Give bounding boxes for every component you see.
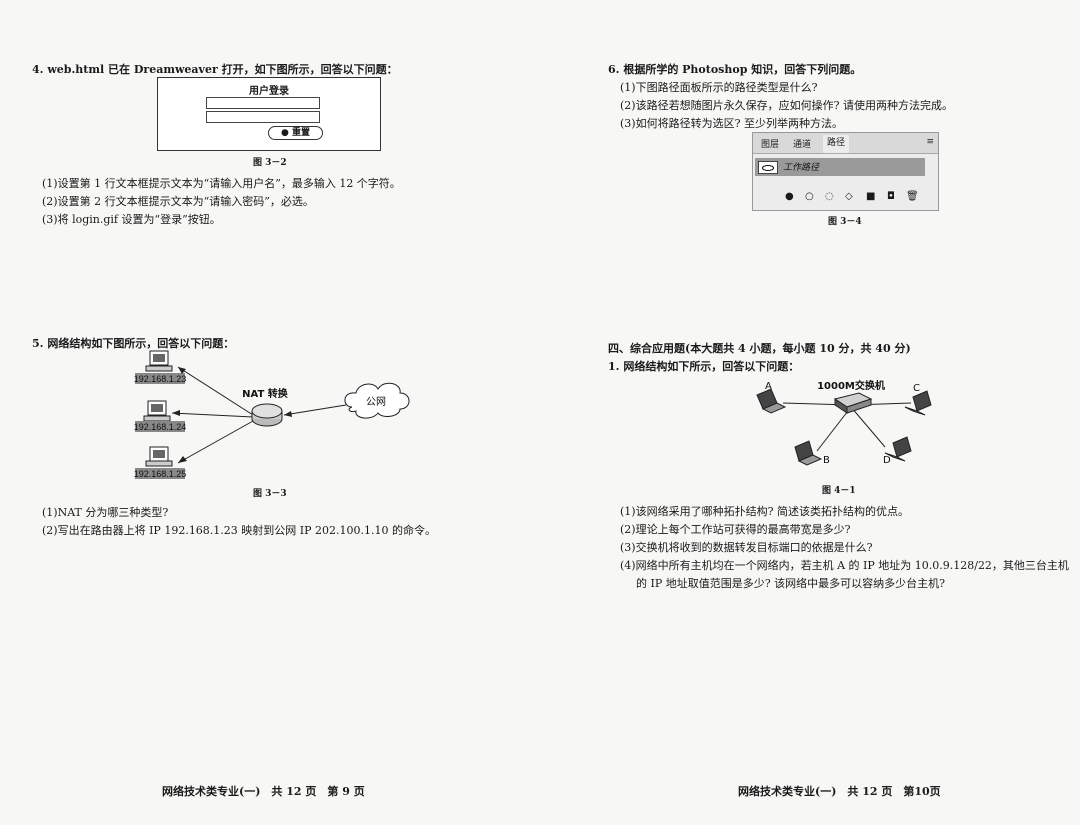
host-ip-label-box xyxy=(135,468,185,479)
host-computer-icon xyxy=(145,350,173,372)
panel-tabs: 图层 通道 路径 ≡ xyxy=(753,133,938,154)
page-10: 6. 根据所学的 Photoshop 知识，回答下列问题。 (1)下图路径面板所… xyxy=(540,0,1080,825)
q1-item-4-continued: 的 IP 地址取值范围是多少? 该网络中最多可以容纳多少台主机? xyxy=(636,577,946,590)
node-label-c: C xyxy=(913,383,920,394)
q6-item-3: (3)如何将路径转为选区? 至少列举两种方法。 xyxy=(620,117,843,130)
stroke-path-icon: ○ xyxy=(805,191,814,202)
laptop-icon xyxy=(884,436,912,462)
panel-toolbar: ● ○ ◌ ◇ ■ ◘ 🗑 xyxy=(753,191,938,207)
laptop-icon xyxy=(794,440,823,466)
username-textbox xyxy=(206,97,320,109)
tab-channels: 通道 xyxy=(793,140,812,150)
q5-item-1: (1)NAT 分为哪三种类型? xyxy=(42,506,169,519)
question-1-title: 1. 网络结构如下所示，回答以下问题： xyxy=(608,360,800,373)
node-label-b: B xyxy=(823,455,830,466)
section-4-title: 四、综合应用题(本大题共 4 小题，每小题 10 分，共 40 分) xyxy=(608,342,911,355)
page-footer: 网络技术类专业(一) 共 12 页 第10页 xyxy=(738,785,941,798)
switch-label: 1000M交换机 xyxy=(817,379,885,392)
trash-icon: 🗑 xyxy=(906,191,919,202)
q1-item-2: (2)理论上每个工作站可获得的最高带宽是多少? xyxy=(620,523,851,536)
q4-item-3: (3)将 login.gif 设置为“登录”按钮。 xyxy=(42,213,221,226)
host-ip-2: 192.168.1.24 xyxy=(134,422,187,432)
figure-3-4-caption: 图 3－4 xyxy=(828,217,862,227)
panel-menu-icon: ≡ xyxy=(926,137,934,147)
work-path-row: 工作路径 xyxy=(755,158,925,176)
figure-3-3-caption: 图 3－3 xyxy=(253,489,287,499)
path-thumbnail-icon xyxy=(758,161,778,174)
q1-item-1: (1)该网络采用了哪种拓扑结构? 简述该类拓扑结构的优点。 xyxy=(620,505,909,518)
figure-4-1-caption: 图 4－1 xyxy=(822,486,856,496)
switch-icon xyxy=(833,392,873,414)
nat-network-diagram: 192.168.1.23 192.168.1.24 192.168.1.25 xyxy=(134,350,410,479)
form-title: 用户登录 xyxy=(249,86,289,97)
node-label-d: D xyxy=(883,455,891,466)
star-topology-diagram: 1000M交换机 A C B xyxy=(756,379,932,466)
node-label-a: A xyxy=(765,381,772,392)
cloud-icon xyxy=(344,382,410,419)
host-ip-label-box xyxy=(135,421,185,432)
q6-item-2: (2)该路径若想随图片永久保存，应如何操作? 请使用两种方法完成。 xyxy=(620,99,953,112)
q1-item-3: (3)交换机将收到的数据转发目标端口的依据是什么? xyxy=(620,541,873,554)
host-ip-3: 192.168.1.25 xyxy=(134,469,187,479)
add-mask-icon: ■ xyxy=(866,191,876,202)
host-computer-icon xyxy=(143,400,171,422)
laptop-icon xyxy=(756,388,787,414)
paths-panel-figure: 图层 通道 路径 ≡ 工作路径 ● ○ ◌ ◇ ■ ◘ 🗑 xyxy=(752,132,939,211)
page-footer: 网络技术类专业(一) 共 12 页 第 9 页 xyxy=(162,785,365,798)
laptop-icon xyxy=(904,390,932,416)
q4-item-1: (1)设置第 1 行文本框提示文本为“请输入用户名”，最多输入 12 个字符。 xyxy=(42,177,401,190)
q4-item-2: (2)设置第 2 行文本框提示文本为“请输入密码”，必选。 xyxy=(42,195,314,208)
cloud-label: 公网 xyxy=(366,396,386,408)
make-work-path-icon: ◇ xyxy=(845,191,853,202)
work-path-label: 工作路径 xyxy=(783,163,820,173)
login-form-figure: 用户登录 ● 重置 xyxy=(157,77,381,151)
question-6-title: 6. 根据所学的 Photoshop 知识，回答下列问题。 xyxy=(608,63,862,76)
q6-item-1: (1)下图路径面板所示的路径类型是什么? xyxy=(620,81,818,94)
password-textbox xyxy=(206,111,320,123)
figure-3-2-caption: 图 3－2 xyxy=(253,158,287,168)
host-computer-icon xyxy=(145,446,173,467)
q5-item-2: (2)写出在路由器上将 IP 192.168.1.23 映射到公网 IP 202… xyxy=(42,524,437,537)
load-selection-icon: ◌ xyxy=(825,191,834,202)
fill-path-icon: ● xyxy=(785,191,794,202)
tab-layers: 图层 xyxy=(761,140,780,150)
tab-paths: 路径 xyxy=(823,135,850,153)
router-icon xyxy=(251,403,283,427)
router-label: NAT 转换 xyxy=(242,387,289,400)
reset-button: ● 重置 xyxy=(268,126,323,140)
host-ip-1: 192.168.1.23 xyxy=(134,374,187,384)
page-9: 4. web.html 已在 Dreamweaver 打开，如下图所示，回答以下… xyxy=(32,63,437,798)
new-path-icon: ◘ xyxy=(887,191,895,202)
q1-item-4: (4)网络中所有主机均在一个网络内，若主机 A 的 IP 地址为 10.0.9.… xyxy=(620,559,1069,572)
question-4-title: 4. web.html 已在 Dreamweaver 打开，如下图所示，回答以下… xyxy=(32,63,398,76)
question-5-title: 5. 网络结构如下图所示，回答以下问题： xyxy=(32,337,235,350)
host-ip-label-box xyxy=(135,373,185,384)
